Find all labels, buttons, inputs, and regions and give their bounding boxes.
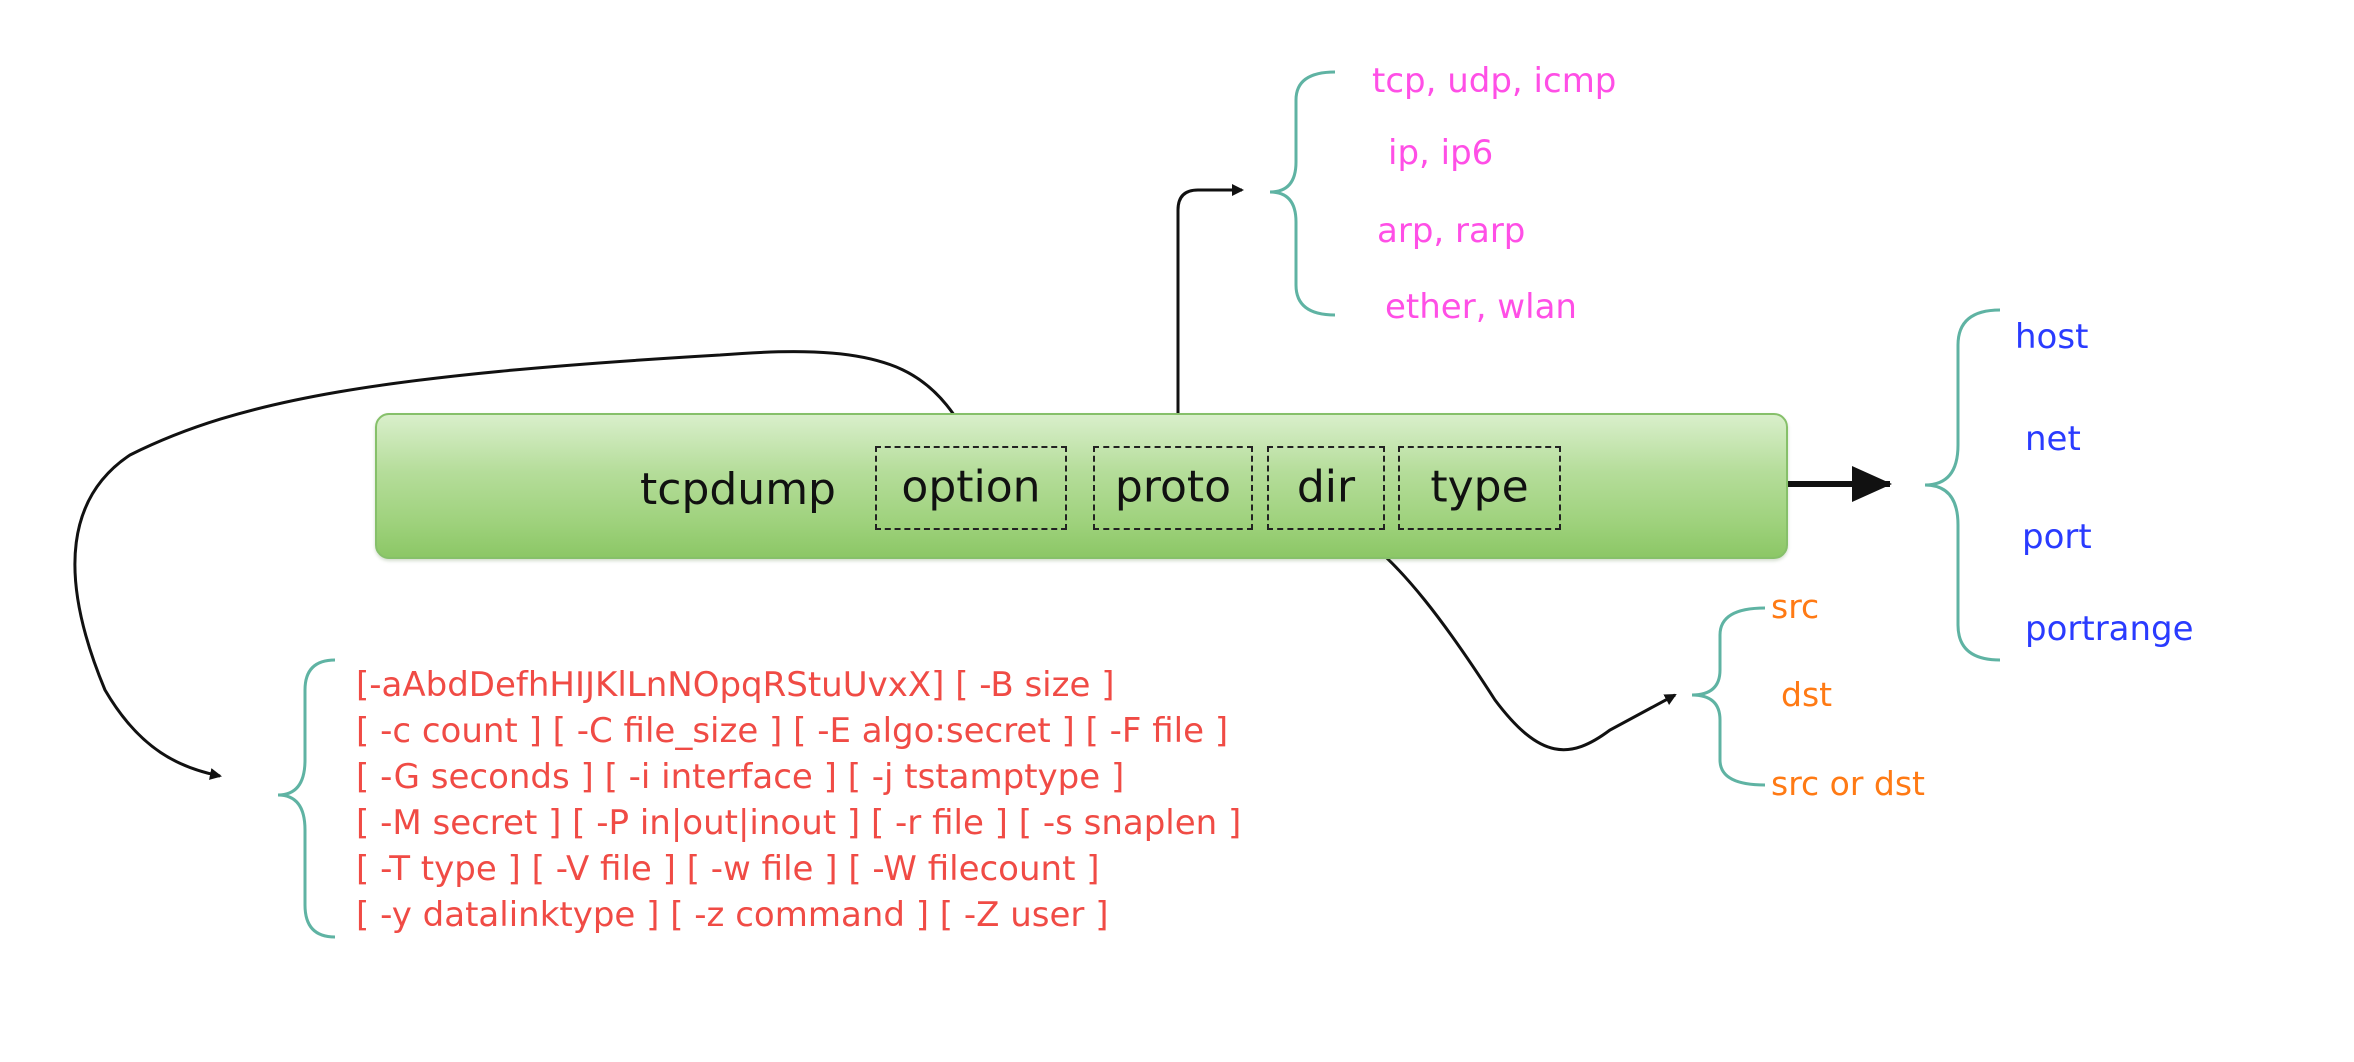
proto-value: ether, wlan [1385, 287, 1577, 327]
option-line: [ -G seconds ] [ -i interface ] [ -j tst… [356, 757, 1125, 797]
type-brace [1924, 308, 2001, 662]
option-connector [73, 350, 982, 780]
type-value: host [2015, 317, 2089, 357]
proto-slot-label: proto [1114, 461, 1232, 513]
option-line: [ -M secret ] [ -P in|out|inout ] [ -r f… [356, 803, 1242, 843]
dir-value: dst [1781, 675, 1833, 714]
option-line: [ -c count ] [ -C file_size ] [ -E algo:… [356, 711, 1229, 751]
command-label: tcpdump [640, 464, 836, 515]
option-brace [277, 658, 336, 939]
option-slot: option [875, 446, 1067, 530]
option-line: [ -y datalinktype ] [ -z command ] [ -Z … [356, 895, 1109, 935]
dir-value: src [1771, 587, 1820, 626]
dir-slot-label: dir [1296, 461, 1356, 513]
proto-connector [1176, 184, 1244, 445]
option-line: [ -T type ] [ -V file ] [ -w file ] [ -W… [356, 849, 1100, 889]
type-slot: type [1398, 446, 1561, 530]
dir-slot: dir [1267, 446, 1385, 530]
proto-value: tcp, udp, icmp [1372, 61, 1617, 101]
dir-connector [1351, 528, 1677, 752]
command-bar [375, 413, 1788, 559]
type-slot-label: type [1430, 461, 1529, 513]
dir-value: src or dst [1771, 764, 1925, 803]
option-slot-label: option [901, 461, 1041, 513]
type-value: port [2022, 517, 2092, 557]
type-value: net [2025, 419, 2081, 459]
type-value: portrange [2025, 609, 2194, 649]
dir-brace [1691, 606, 1766, 787]
proto-value: ip, ip6 [1388, 133, 1494, 173]
option-line: [-aAbdDefhHIJKlLnNOpqRStuUvxX] [ -B size… [356, 665, 1115, 705]
proto-slot: proto [1093, 446, 1253, 530]
proto-brace [1269, 70, 1336, 317]
proto-value: arp, rarp [1377, 211, 1526, 251]
